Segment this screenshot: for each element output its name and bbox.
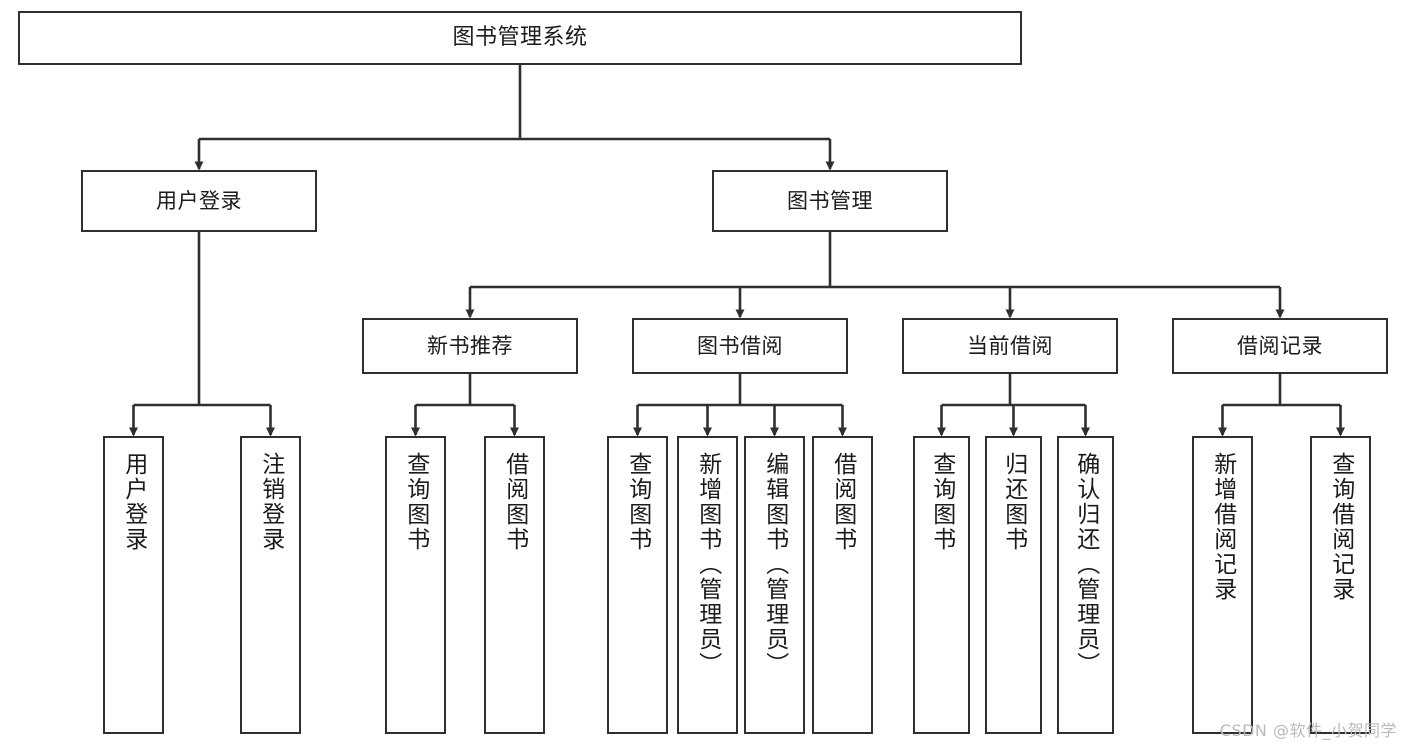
node-book-borrow-label: 图书借阅 — [697, 333, 783, 358]
node-root[interactable]: 图书管理系统 — [18, 11, 1022, 65]
node-current-borrow[interactable]: 当前借阅 — [902, 318, 1118, 374]
node-leaf-borrow-edit-label: 编辑图书（管理员） — [761, 452, 788, 677]
node-root-label: 图书管理系统 — [452, 25, 588, 51]
node-user-login-label: 用户登录 — [156, 188, 242, 213]
node-book-manage-label: 图书管理 — [787, 188, 873, 213]
node-user-login[interactable]: 用户登录 — [81, 170, 317, 232]
node-leaf-cur-return-label: 归还图书 — [1000, 452, 1027, 552]
node-leaf-borrow-query[interactable]: 查询图书 — [607, 436, 668, 734]
node-leaf-rec-borrow[interactable]: 借阅图书 — [484, 436, 545, 734]
node-book-manage[interactable]: 图书管理 — [712, 170, 948, 232]
node-leaf-user-logout-label: 注销登录 — [257, 452, 284, 552]
node-leaf-borrow-lend-label: 借阅图书 — [829, 452, 856, 552]
connector-group — [129, 65, 1345, 437]
node-leaf-borrow-lend[interactable]: 借阅图书 — [812, 436, 873, 734]
node-leaf-borrow-edit[interactable]: 编辑图书（管理员） — [744, 436, 805, 734]
node-borrow-record[interactable]: 借阅记录 — [1172, 318, 1388, 374]
node-borrow-record-label: 借阅记录 — [1237, 333, 1323, 358]
node-leaf-user-login-label: 用户登录 — [120, 452, 147, 552]
node-leaf-rec-add-label: 新增借阅记录 — [1209, 452, 1236, 602]
node-leaf-rec-search[interactable]: 查询借阅记录 — [1310, 436, 1371, 734]
node-current-borrow-label: 当前借阅 — [967, 333, 1053, 358]
node-leaf-borrow-add[interactable]: 新增图书（管理员） — [677, 436, 738, 734]
node-leaf-borrow-add-label: 新增图书（管理员） — [694, 452, 721, 677]
node-leaf-borrow-query-label: 查询图书 — [624, 452, 651, 552]
node-book-borrow[interactable]: 图书借阅 — [632, 318, 848, 374]
node-leaf-rec-query[interactable]: 查询图书 — [385, 436, 446, 734]
node-leaf-user-logout[interactable]: 注销登录 — [240, 436, 301, 734]
node-leaf-rec-add[interactable]: 新增借阅记录 — [1192, 436, 1253, 734]
node-leaf-cur-confirm[interactable]: 确认归还（管理员） — [1057, 436, 1114, 734]
node-leaf-cur-query-label: 查询图书 — [928, 452, 955, 552]
node-leaf-cur-query[interactable]: 查询图书 — [913, 436, 970, 734]
node-leaf-rec-borrow-label: 借阅图书 — [501, 452, 528, 552]
node-leaf-cur-confirm-label: 确认归还（管理员） — [1072, 452, 1099, 677]
node-leaf-rec-search-label: 查询借阅记录 — [1327, 452, 1354, 602]
node-leaf-rec-query-label: 查询图书 — [402, 452, 429, 552]
node-new-book-rec[interactable]: 新书推荐 — [362, 318, 578, 374]
node-new-book-rec-label: 新书推荐 — [427, 333, 513, 358]
csdn-watermark: CSDN @软件_小贺同学 — [1219, 721, 1397, 740]
node-leaf-user-login[interactable]: 用户登录 — [103, 436, 164, 734]
node-leaf-cur-return[interactable]: 归还图书 — [985, 436, 1042, 734]
